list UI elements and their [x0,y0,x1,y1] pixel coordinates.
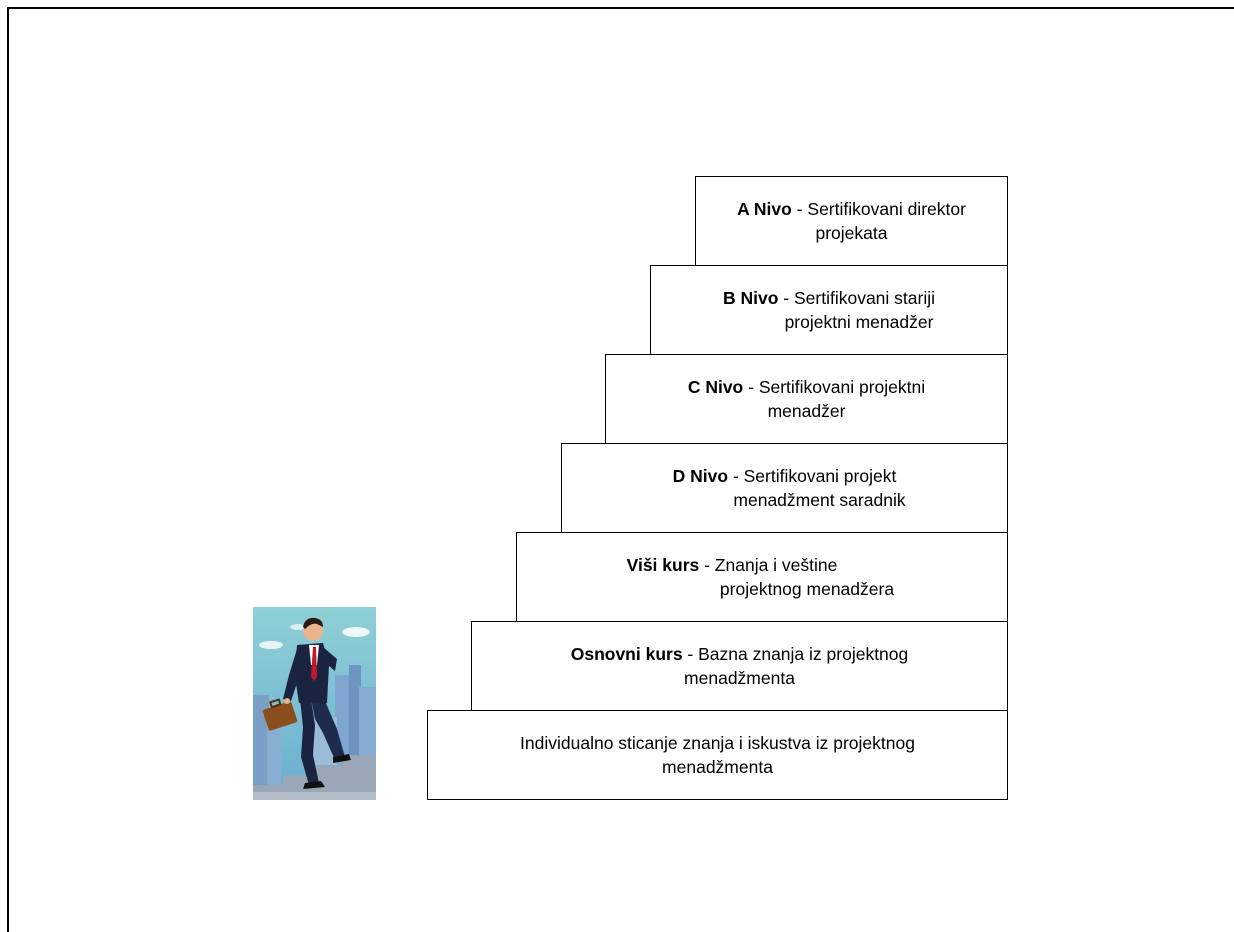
step-b-nivo: B Nivo - Sertifikovani stariji projektni… [650,265,1008,355]
step-line-2: menadžmenta [684,668,795,688]
step-line-1: Viši kurs - Znanja i veštine [626,555,838,575]
slide-frame [7,7,1234,932]
step-line-1: C Nivo - Sertifikovani projektni [687,377,926,397]
step-line-1: A Nivo - Sertifikovani direktor [737,199,966,219]
step-visi-kurs: Viši kurs - Znanja i veštine projektnog … [516,532,1008,622]
step-d-nivo: D Nivo - Sertifikovani projekt menadžmen… [561,443,1008,533]
step-line-2: menadžmenta [662,757,773,777]
step-line-2: menadžer [767,401,846,421]
step-osnovni-kurs: Osnovni kurs - Bazna znanja iz projektno… [471,621,1008,711]
step-individualno: Individualno sticanje znanja i iskustva … [427,710,1008,800]
step-line-2: projektni menadžer [784,312,934,332]
step-line-2: projektnog menadžera [719,579,895,599]
step-c-nivo: C Nivo - Sertifikovani projektni menadže… [605,354,1008,444]
step-a-nivo: A Nivo - Sertifikovani direktor projekat… [695,176,1008,266]
step-line-1: Individualno sticanje znanja i iskustva … [520,733,915,753]
step-line-2: projekata [815,223,888,243]
businessman-climbing-stairs-icon [253,607,376,800]
step-line-1: D Nivo - Sertifikovani projekt [672,466,897,486]
step-line-1: Osnovni kurs - Bazna znanja iz projektno… [570,644,909,664]
step-line-2: menadžment saradnik [733,490,906,510]
step-line-1: B Nivo - Sertifikovani stariji [722,288,935,308]
